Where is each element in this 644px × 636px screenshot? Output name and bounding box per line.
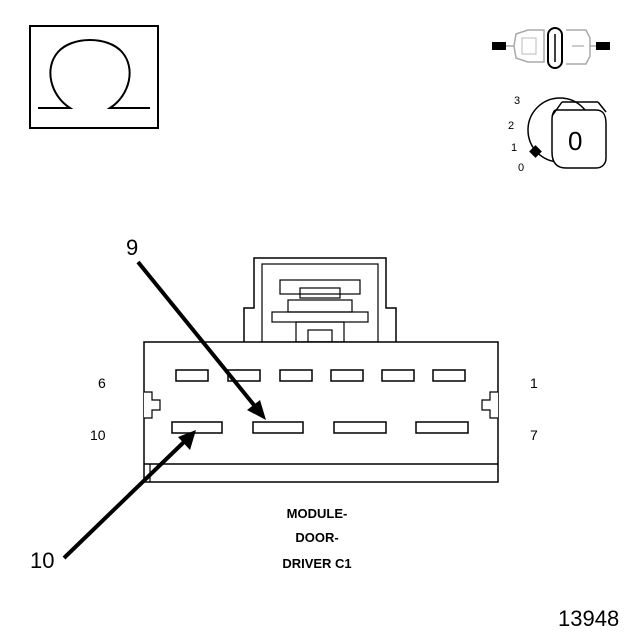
ohmmeter-icon [29,25,159,129]
ignition-position-1: 1 [511,142,517,154]
terminal-2 [381,369,415,382]
ignition-position-2: 2 [508,120,514,132]
terminal-7 [415,421,469,434]
terminal-8 [333,421,387,434]
figure-number: 13948 [558,606,619,631]
callout-arrow-9 [136,260,266,420]
terminal-4 [279,369,313,382]
terminal-1 [432,369,466,382]
callout-label-9: 9 [126,235,138,260]
connector-title-line-2: DOOR- [295,530,338,545]
ignition-position-3: 3 [514,95,520,107]
ignition-key-label: 0 [568,126,582,156]
terminal-3 [330,369,364,382]
callout-label-10: 10 [30,548,54,573]
pin-label-10: 10 [90,427,106,443]
callout-arrow-10 [62,430,196,560]
terminal-6 [175,369,209,382]
pin-label-7: 7 [530,427,538,443]
ignition-switch-icon: 3 2 1 0 0 [508,95,607,174]
terminal-9 [252,421,304,434]
connector-disconnected-icon [492,27,610,69]
connector-title-line-3: DRIVER C1 [282,556,351,571]
connector-c1: 6 1 10 7 [90,257,538,483]
terminal-10 [171,421,223,434]
ignition-position-0: 0 [518,162,524,174]
pin-label-1: 1 [530,375,538,391]
connector-title-line-1: MODULE- [287,506,348,521]
pin-label-6: 6 [98,375,106,391]
